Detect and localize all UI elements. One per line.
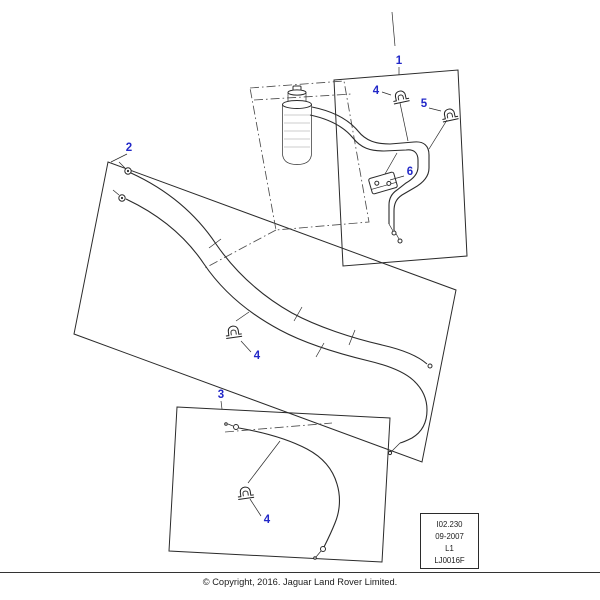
mounting-bracket-6 [368,171,398,195]
footer: © Copyright, 2016. Jaguar Land Rover Lim… [0,572,600,587]
pipe-connector-ticks [208,238,356,358]
filter-body-rim [282,100,312,109]
reference-centerline-bottom [224,422,333,433]
reference-centerline-left [204,229,277,269]
callout-4-box2: 4 [254,350,261,362]
pipe-3 [238,427,340,548]
pipe-2-end-fitting [427,363,433,369]
pipe-1-lower [309,114,419,224]
revision-box-border [420,513,479,569]
pipe-3-end-fitting [320,546,326,552]
callout-1: 1 [396,55,403,67]
pipe-2-upper [130,172,428,365]
pipe-2-lower [125,198,428,444]
pipe-clip-4-box1 [391,89,411,105]
part-box-1 [333,69,468,267]
part-box-2 [73,161,457,463]
pipes-box-2 [112,161,433,456]
callout-4-box1: 4 [373,85,380,97]
pipe-clip-4-box3 [236,485,255,501]
pipes-box-1 [309,106,430,244]
pipe-1-upper [311,106,430,230]
filter-reference-box [249,80,370,231]
filter-cap-top [287,89,307,96]
part-box-3 [168,406,391,563]
revision-date: 09-2007 [435,532,464,541]
clips-and-bracket [224,89,460,501]
revision-code: I02.230 [436,520,463,529]
filter-shading [284,114,310,148]
pipe-1-end-fitting [391,230,397,236]
callout-6: 6 [407,166,413,178]
callout-labels: 1 2 3 4 5 6 4 4 [126,55,428,526]
fuel-filter [282,85,312,165]
pipe-clip-5-box1 [440,107,460,123]
revision-sheet: L1 [445,544,454,553]
callout-3: 3 [218,389,224,401]
callout-5: 5 [421,98,428,110]
callout-2: 2 [126,142,132,154]
revision-ref: LJ0016F [434,556,465,565]
revision-box: I02.230 09-2007 L1 LJ0016F [420,513,479,569]
top-fold-mark [391,11,396,47]
pipe-box-3 [224,422,340,560]
part-boxes [73,69,468,563]
pipe-1-end-fitting [397,238,403,244]
pipe-3-start-fitting [233,424,239,430]
pipe-2-end-fitting [387,450,393,456]
leader-lines [110,67,448,517]
filter-body-bottom [282,152,312,165]
centerlines [204,93,353,433]
copyright-text: © Copyright, 2016. Jaguar Land Rover Lim… [203,577,397,587]
pipe-clip-4-box2 [224,324,243,340]
callout-4-box3: 4 [264,514,271,526]
